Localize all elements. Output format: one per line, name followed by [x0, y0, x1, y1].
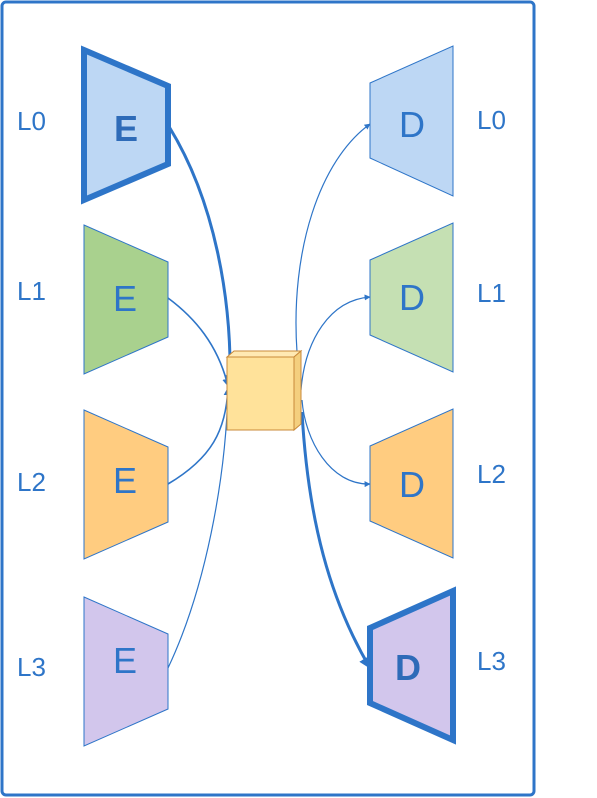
decoder-label: D — [399, 277, 425, 318]
decoder-l0: D — [369, 45, 454, 197]
encoder-l2: E — [83, 409, 169, 560]
encoder-l3: E — [83, 596, 169, 747]
encoder-block — [83, 596, 169, 747]
decoder-label: D — [399, 104, 425, 145]
cube-top-face — [225, 350, 303, 358]
decoder-label: D — [399, 464, 425, 505]
decoder-block — [369, 45, 454, 197]
arrow-e2-to-latent — [167, 387, 232, 485]
decoder-block — [369, 222, 454, 373]
encoder-level-label-l3: L3 — [17, 652, 46, 682]
decoder-level-label-l2: L2 — [477, 459, 506, 489]
decoder-level-label-l3: L3 — [477, 646, 506, 676]
decoder-block — [367, 586, 456, 745]
encoder-label: E — [113, 278, 137, 319]
encoder-block — [83, 224, 169, 375]
arrow-latent-to-d0 — [295, 123, 371, 353]
latent-cube — [225, 349, 303, 432]
outer-frame — [0, 0, 536, 797]
arrow-latent-to-d2 — [301, 399, 371, 488]
decoder-label: D — [395, 647, 421, 688]
decoder-l1: D — [369, 222, 454, 373]
encoder-level-label-l0: L0 — [17, 106, 46, 136]
decoder-level-label-l0: L0 — [477, 105, 506, 135]
decoder-l3: D — [367, 586, 456, 745]
encoder-level-label-l2: L2 — [17, 467, 46, 497]
encoder-label: E — [114, 108, 138, 149]
connections — [166, 123, 372, 670]
encoder-label: E — [113, 640, 137, 681]
encoder-level-label-l1: L1 — [17, 276, 46, 306]
decoder-block — [369, 408, 454, 559]
arrow-latent-to-d3 — [300, 411, 372, 670]
encoder-block — [81, 45, 171, 205]
cube-front-face — [226, 356, 295, 431]
encoder-block — [83, 409, 169, 560]
arrow-e0-to-latent — [166, 124, 237, 388]
arrow-e3-to-latent — [167, 387, 231, 669]
encoder-l1: E — [83, 224, 169, 375]
decoder-level-label-l1: L1 — [477, 278, 506, 308]
encoder-l0: E — [81, 45, 171, 205]
arrow-latent-to-d1 — [300, 294, 371, 391]
encoder-label: E — [113, 460, 137, 501]
arrow-e1-to-latent — [167, 297, 231, 387]
decoder-l2: D — [369, 408, 454, 559]
cube-side-face — [293, 349, 302, 432]
